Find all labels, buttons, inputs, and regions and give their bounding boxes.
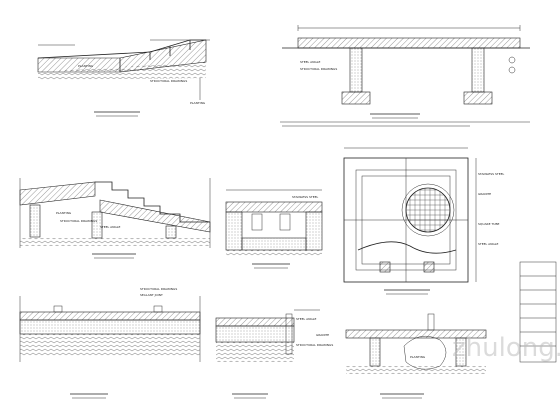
label-granite-5: GRANITE — [478, 192, 491, 196]
detail-edge-section-bottom-middle: STEEL ANGLE STRUCTURAL DRAWINGS — [215, 309, 333, 399]
label-structural-2: STRUCTURAL DRAWINGS — [300, 67, 337, 71]
label-stainless-5: STAINLESS STEEL — [478, 172, 505, 176]
detail-bench-section-top-right: STRUCTURAL DRAWINGS STEEL ANGLE — [280, 25, 530, 127]
label-planting-3: PLANTING — [56, 211, 72, 215]
label-granite-8: GRANITE — [316, 333, 329, 337]
label-planting-1b: PLANTING — [190, 101, 206, 105]
detail-paving-section-bottom-left: STRUCTURAL DRAWINGS SEALANT JOINT — [19, 287, 201, 399]
label-steel-angle-2: STEEL ANGLE — [300, 60, 320, 64]
label-steel-angle-7: STEEL ANGLE — [296, 317, 316, 321]
label-steel-angle-3: STEEL ANGLE — [100, 225, 120, 229]
label-square-tube-5: SQUARE TUBE — [478, 222, 500, 226]
detail-plan-circular-grate: STAINLESS STEEL GRANITE SQUARE TUBE STEE… — [343, 147, 505, 295]
label-structural-1: STRUCTURAL DRAWINGS — [150, 79, 187, 83]
label-structural-3: STRUCTURAL DRAWINGS — [60, 219, 97, 223]
detail-stair-planting-middle-left: PLANTING STRUCTURAL DRAWINGS STEEL ANGLE — [19, 178, 211, 259]
label-structural-6: STRUCTURAL DRAWINGS — [140, 287, 177, 291]
detail-planter-section-bottom-right: PLANTING GRANITE — [316, 313, 487, 399]
label-structural-7: STRUCTURAL DRAWINGS — [296, 343, 333, 347]
watermark-text: zhulong.com — [452, 333, 560, 363]
detail-channel-section-middle: STAINLESS STEEL — [225, 189, 323, 269]
label-planting-8: PLANTING — [410, 355, 426, 359]
detail-step-section-top-left: PLANTING STRUCTURAL DRAWINGS PLANTING — [37, 39, 210, 117]
label-sealant-6: SEALANT JOINT — [140, 293, 163, 297]
label-planting-1: PLANTING — [78, 64, 94, 68]
legend-strip-right — [519, 261, 557, 363]
label-steel-angle-5: STEEL ANGLE — [478, 242, 498, 246]
label-stainless-4: STAINLESS STEEL — [292, 195, 319, 199]
